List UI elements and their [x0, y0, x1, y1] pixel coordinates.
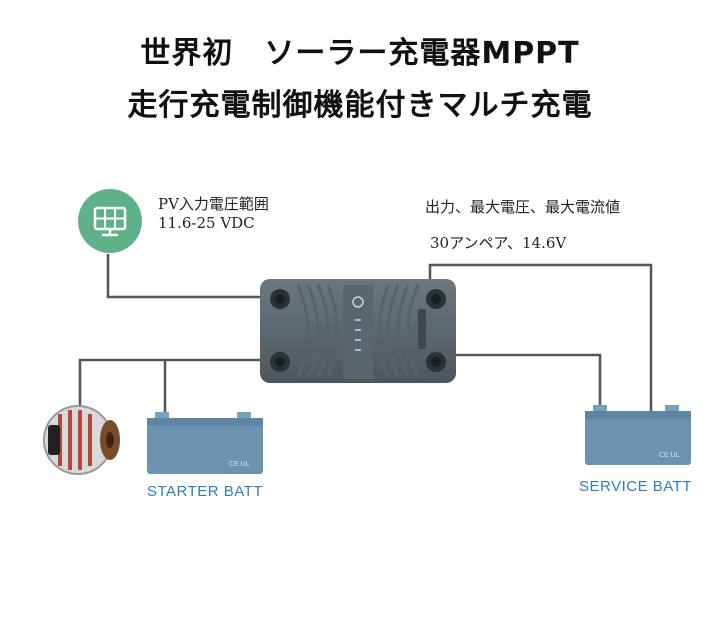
starter-battery-icon: CE UL [145, 412, 265, 480]
title-line-2: 走行充電制御機能付きマルチ充電 [127, 88, 593, 123]
pv-range-label: PV入力電圧範囲 [158, 195, 269, 213]
svg-text:CE UL: CE UL [229, 460, 250, 468]
svg-text:CE UL: CE UL [659, 451, 680, 459]
output-label: 出力、最大電圧、最大電流値 [425, 198, 621, 216]
service-negative-wire [440, 353, 602, 411]
starter-wire [78, 358, 272, 412]
charge-controller [258, 277, 458, 391]
alternator-icon [38, 400, 123, 484]
title-line-1: 世界初 ソーラー充電器MPPT [140, 36, 580, 71]
service-positive-wire [428, 263, 653, 411]
pv-range-value: 11.6-25 VDC [158, 214, 255, 232]
output-value: 30アンペア、14.6V [430, 234, 567, 252]
starter-battery-label: STARTER BATT [147, 483, 264, 500]
solar-panel-icon [78, 189, 142, 253]
service-battery-label: SERVICE BATT [579, 478, 692, 495]
pv-wire [106, 254, 268, 299]
service-battery-icon: CE UL [583, 405, 693, 471]
